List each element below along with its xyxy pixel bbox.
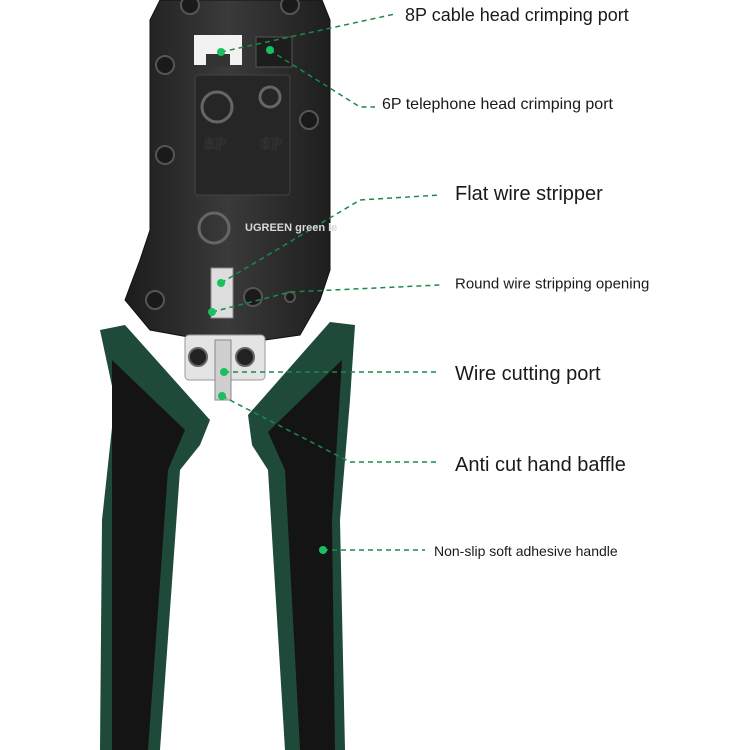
callout-round-wire-opening: Round wire stripping opening [455,275,650,293]
callout-dots [208,46,327,554]
screws [145,0,319,310]
callout-wire-cutting-port: Wire cutting port [455,363,601,385]
flat-wire-stripper [210,267,234,319]
callout-flat-wire-stripper: Flat wire stripper [455,183,603,205]
leader-lines [211,13,441,551]
callout-6p-port: 6P telephone head crimping port [382,96,613,113]
port-label-8p: 8P [204,135,226,153]
brand-engraving: UGREEN green le [245,222,338,234]
callout-non-slip-handle: Non-slip soft adhesive handle [434,543,618,559]
callout-anti-cut-baffle: Anti cut hand baffle [455,454,626,476]
port-label-6p: 6P [260,135,282,153]
callout-8p-port: 8P cable head crimping port [405,5,629,25]
